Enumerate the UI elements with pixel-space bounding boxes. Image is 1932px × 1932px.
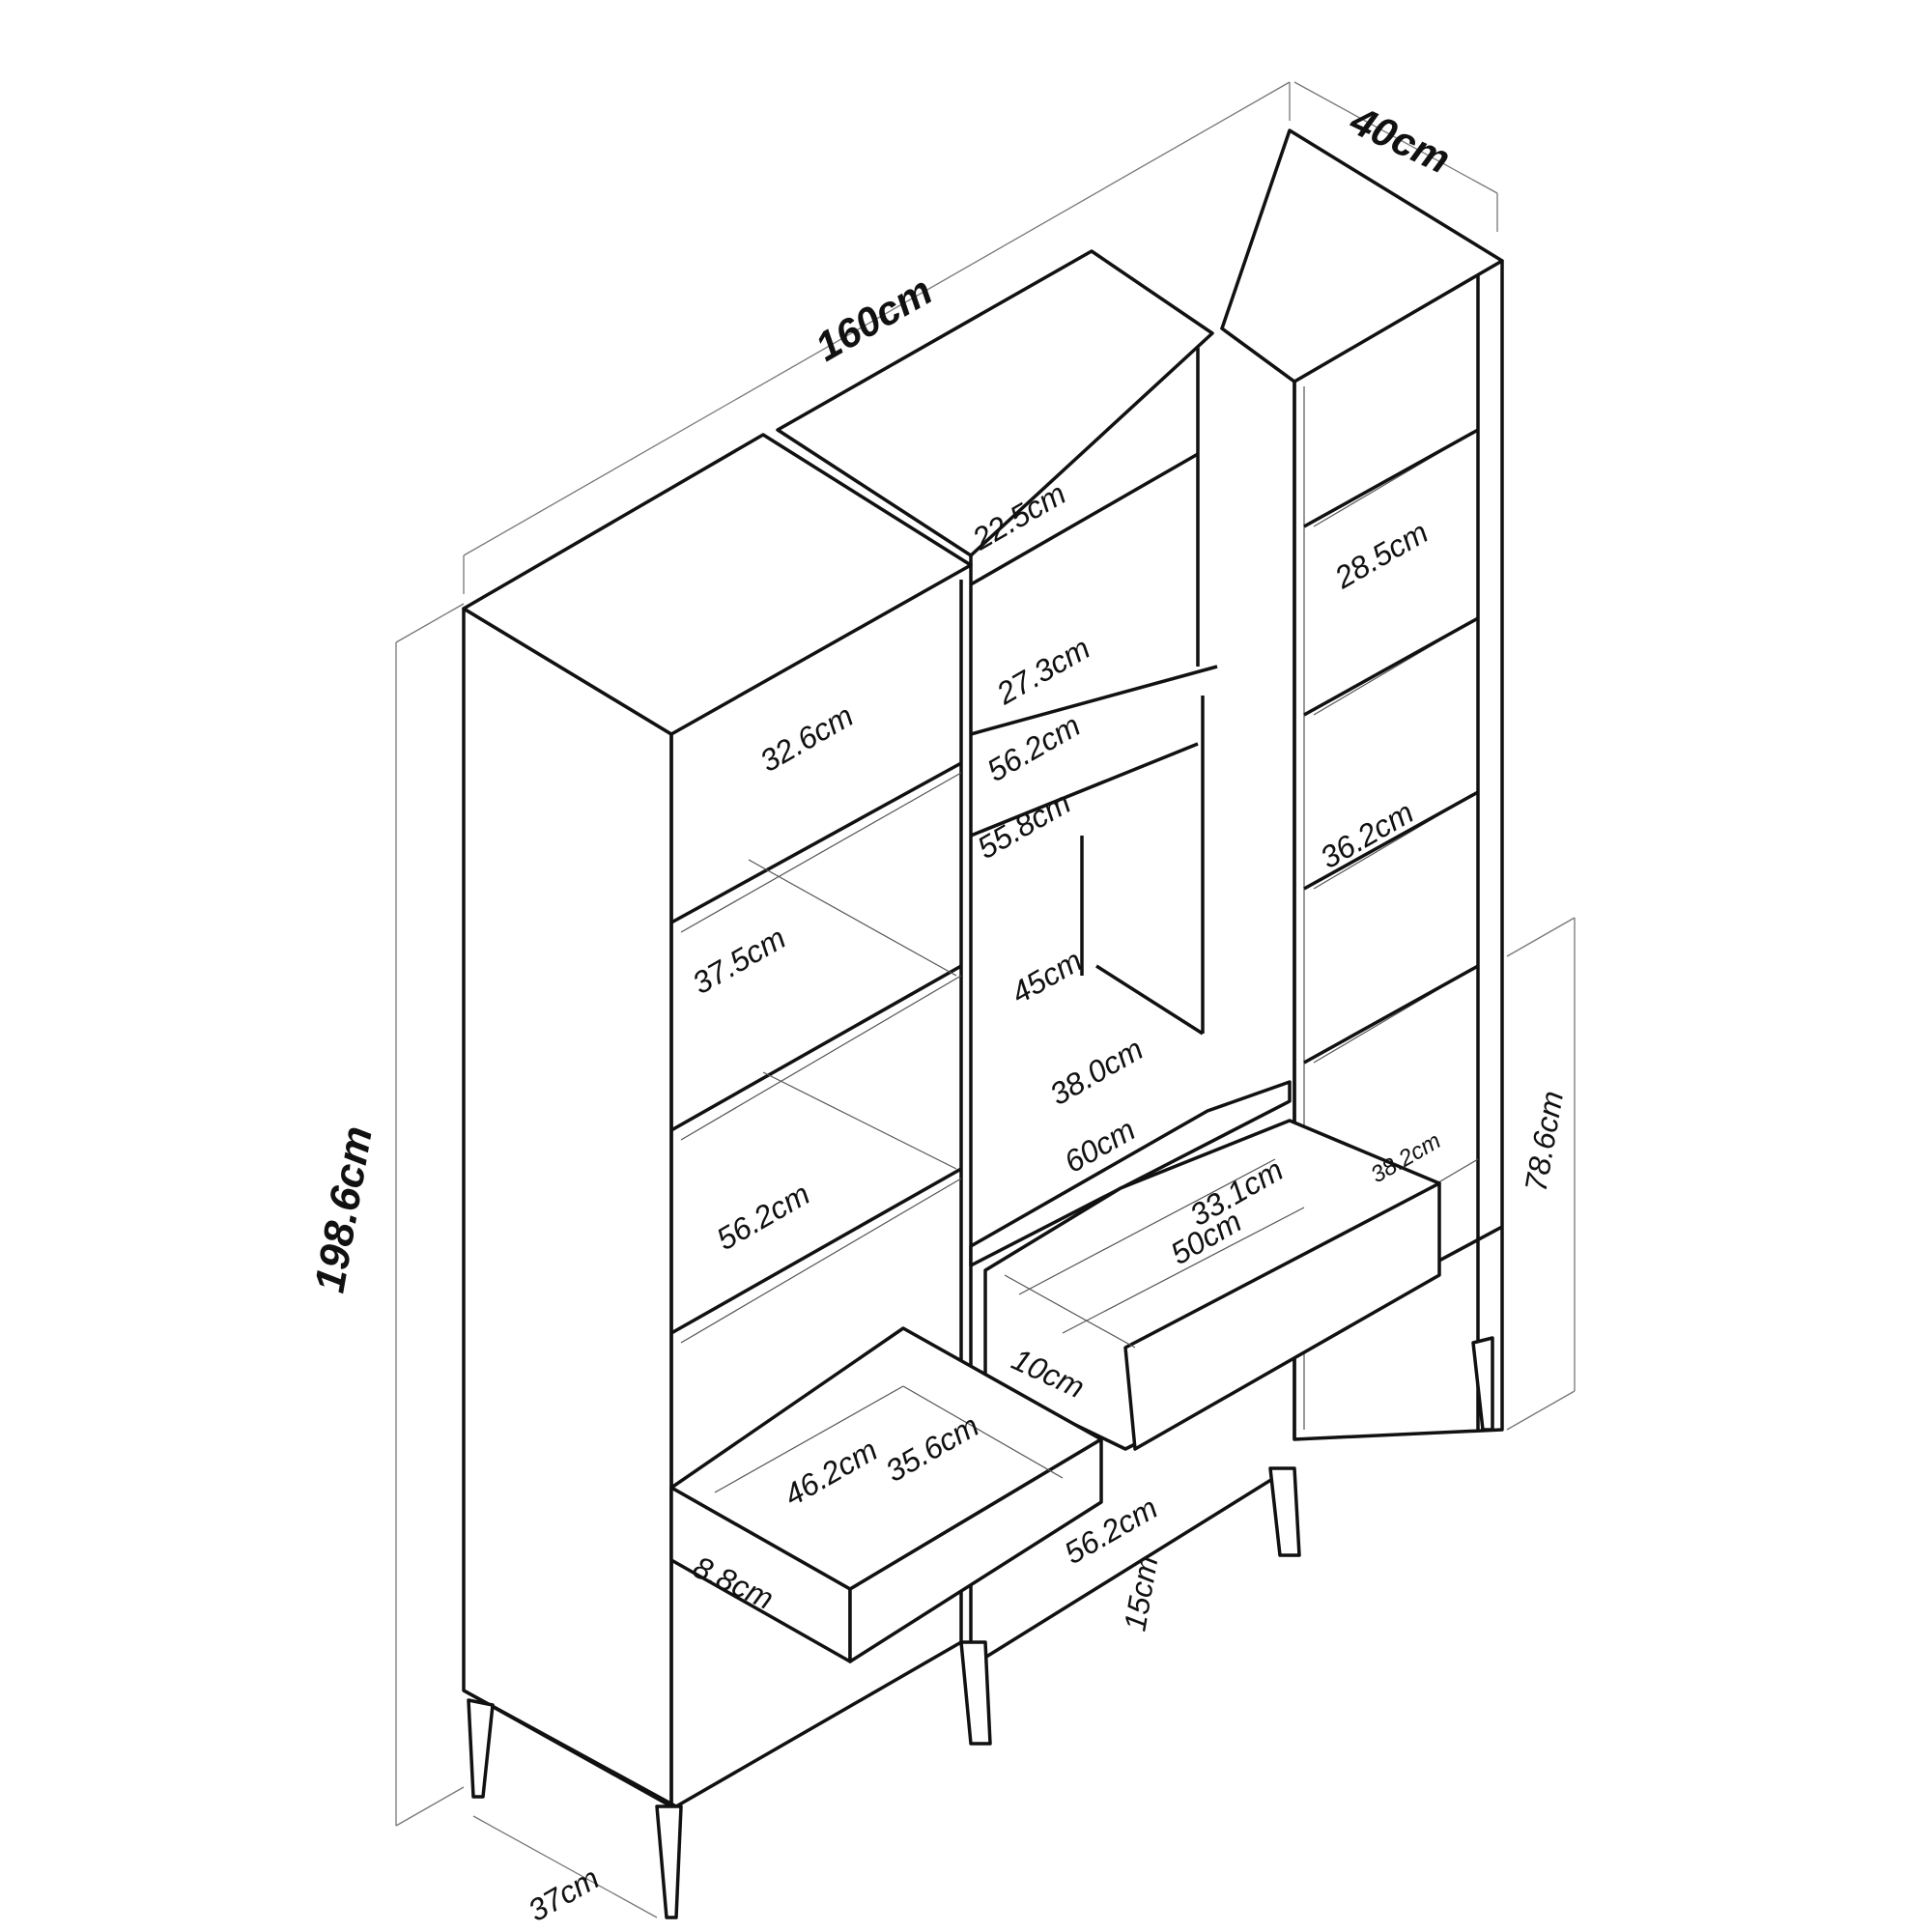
middle-unit xyxy=(776,249,1441,1746)
label-left-shelf-gap-top: 32.6cm xyxy=(754,697,860,779)
overall-height-dimension xyxy=(395,603,465,1827)
label-side-height: 78.6cm xyxy=(1518,1089,1570,1195)
leg-depth-dimension xyxy=(472,1815,658,1918)
label-mid-shelf-width-upper: 56.2cm xyxy=(981,707,1087,788)
label-mid-shelf-width-lower: 55.8cm xyxy=(972,784,1077,866)
right-unit xyxy=(1220,128,1504,1441)
overall-width-dimension xyxy=(463,81,1291,594)
label-leg-depth: 37cm xyxy=(523,1861,606,1928)
label-left-shelf-width: 56.2cm xyxy=(711,1176,816,1257)
label-overall-height: 198.6cm xyxy=(306,1122,382,1296)
label-mid-base-height: 15cm xyxy=(1117,1553,1164,1634)
overall-depth-dimension xyxy=(1293,81,1498,232)
label-left-shelf-gap-2: 37.5cm xyxy=(687,920,792,1001)
label-mid-open-height: 45cm xyxy=(1006,943,1089,1010)
label-overall-depth: 40cm xyxy=(1343,97,1457,182)
label-mid-open-depth: 38.0cm xyxy=(1044,1031,1150,1112)
label-mid-shelf-gap-2: 27.3cm xyxy=(990,630,1096,711)
left-unit xyxy=(462,433,1103,1919)
side-height-dimension xyxy=(1506,917,1576,1431)
